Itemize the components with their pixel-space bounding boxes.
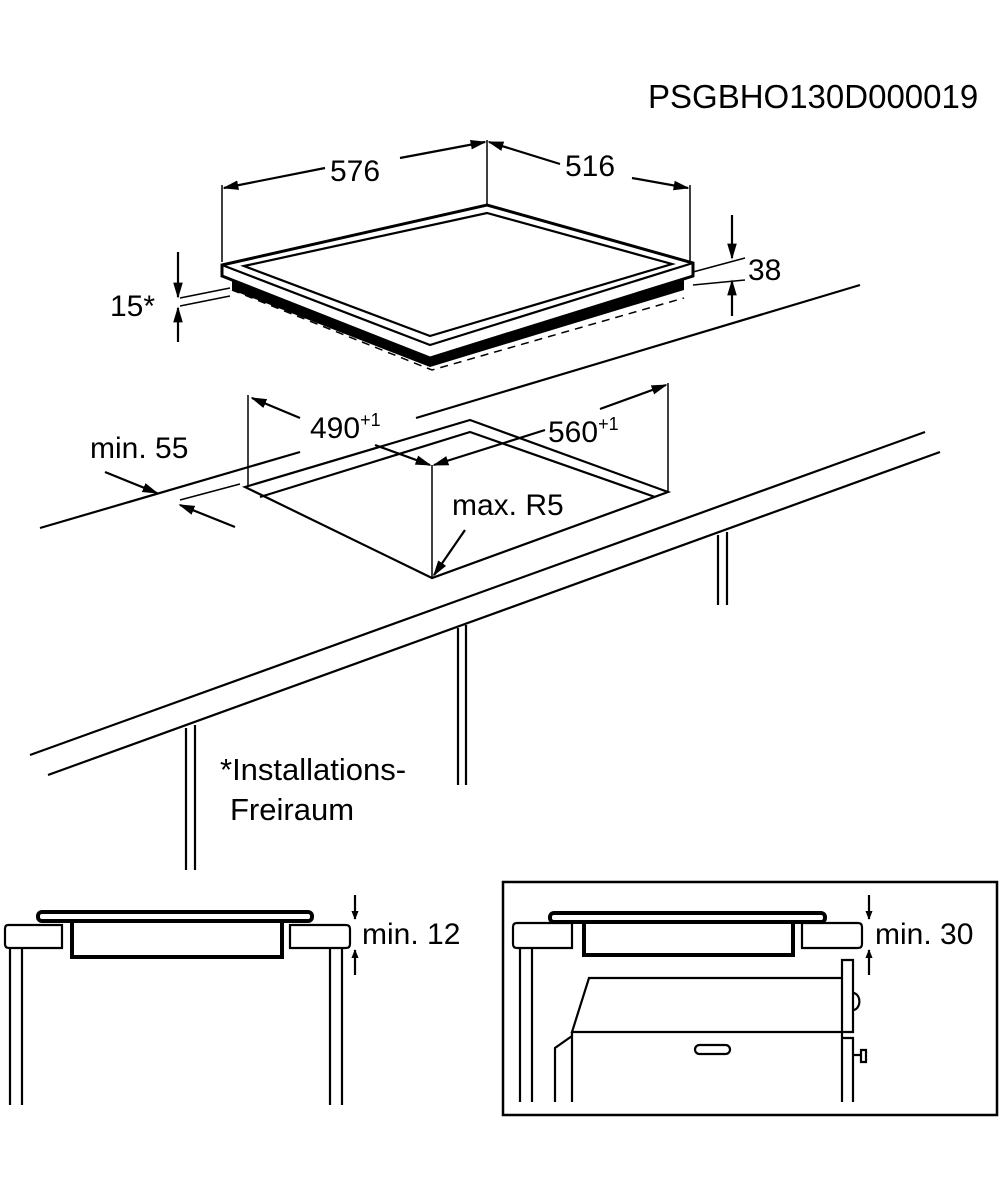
detail-left: min. 12 <box>3 895 460 1105</box>
height-label: 38 <box>748 254 781 287</box>
dim-width: 576 516 <box>221 139 691 262</box>
cutout-depth-label: 490+1 <box>310 410 381 445</box>
cutout: 490+1 560+1 min. 55 max. R5 <box>90 383 672 580</box>
cutout-width-label: 560+1 <box>548 414 619 449</box>
min-12-label: min. 12 <box>362 918 460 951</box>
depth-label: 516 <box>565 150 615 183</box>
width-label: 576 <box>330 155 380 188</box>
hob-3d <box>220 203 695 371</box>
countertop <box>29 283 941 870</box>
max-radius-label: max. R5 <box>452 489 564 522</box>
min-front-label: min. 55 <box>90 432 188 465</box>
min-30-label: min. 30 <box>875 918 973 951</box>
note-line1: *Installations- <box>220 752 406 787</box>
detail-right: min. 30 <box>501 880 999 1117</box>
dim-height: 38 <box>692 215 781 316</box>
product-code: PSGBHO130D000019 <box>648 78 978 115</box>
dim-clearance: 15* <box>110 252 231 342</box>
clearance-label: 15* <box>110 290 155 323</box>
note-line2: Freiraum <box>230 792 354 827</box>
